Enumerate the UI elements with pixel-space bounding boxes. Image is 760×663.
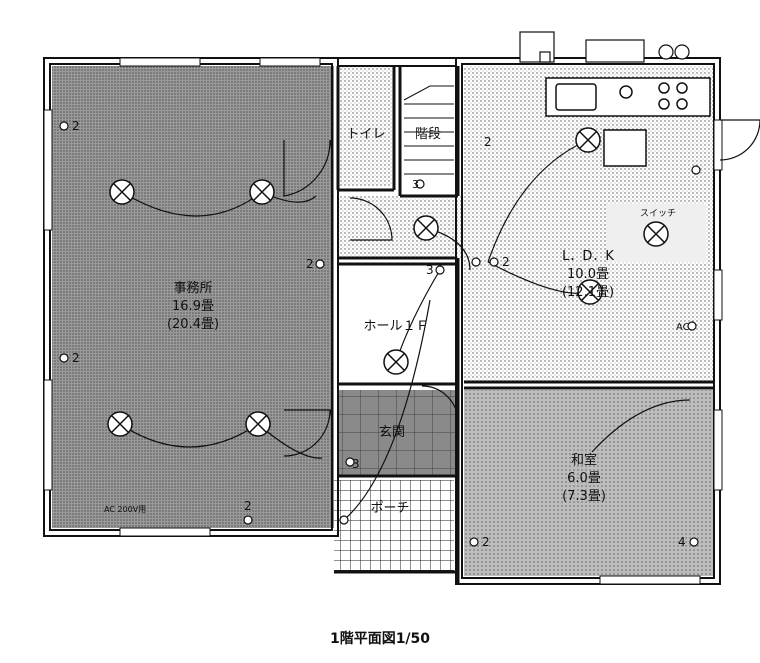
ldk-size-alt: (12.1畳) — [562, 285, 614, 300]
outlet-symbols — [59, 121, 701, 547]
outlet-label: 3 — [412, 178, 419, 191]
wiring — [119, 139, 691, 521]
ldk-name: L．D．K — [562, 249, 614, 264]
outlet-label: 3 — [352, 457, 360, 471]
outlet-label: 3 — [426, 263, 434, 277]
porch-floor — [334, 480, 454, 572]
office-floor — [52, 66, 330, 528]
windows — [43, 57, 723, 585]
outlet-label: 2 — [306, 257, 314, 271]
washitsu-name: 和室 — [571, 452, 597, 468]
exterior-equipment — [519, 31, 690, 63]
door-swings — [283, 119, 760, 457]
interior-walls — [330, 66, 714, 584]
stair-treads — [403, 85, 454, 175]
washitsu-floor — [464, 390, 714, 576]
office-size-alt: (20.4畳) — [167, 317, 219, 332]
outlet-label: 2 — [484, 135, 492, 149]
outlet-label: 4 — [678, 535, 686, 549]
toilet-floor — [338, 66, 392, 186]
hall-name: ホール１Ｆ — [363, 319, 428, 334]
stairs-name: 階段 — [415, 127, 441, 142]
outlet-label: スイッチ — [640, 208, 676, 219]
outlet-label: 2 — [482, 535, 490, 549]
ldk-size: 10.0畳 — [567, 267, 609, 282]
washitsu-size-alt: (7.3畳) — [562, 489, 606, 504]
outlet-label: 2 — [502, 255, 510, 269]
porch-name: ポーチ — [370, 501, 409, 516]
plan-caption: 1階平面図1/50 — [329, 631, 431, 647]
entrance-floor — [338, 390, 458, 476]
corridor-floor — [338, 196, 464, 258]
entrance-name: 玄関 — [379, 425, 405, 440]
washitsu-size: 6.0畳 — [567, 471, 601, 486]
office-size: 16.9畳 — [172, 299, 214, 314]
kitchen-counter — [545, 77, 711, 167]
outlet-label: AC — [676, 322, 690, 333]
outlet-label: 2 — [244, 499, 252, 513]
light-fixtures — [107, 127, 669, 437]
toilet-name: トイレ — [346, 127, 385, 142]
outlet-label: AC 200V用 — [104, 505, 146, 514]
outlet-label: 2 — [72, 119, 80, 133]
office-name: 事務所 — [173, 281, 212, 296]
outlet-label: 2 — [72, 351, 80, 365]
